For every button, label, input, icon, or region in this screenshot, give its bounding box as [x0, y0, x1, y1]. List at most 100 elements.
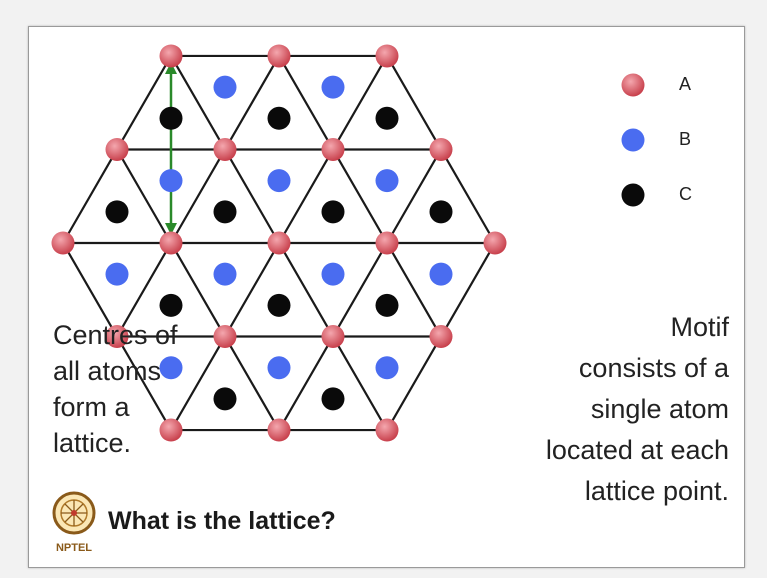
c-site — [375, 106, 399, 130]
b-site — [159, 356, 183, 380]
legend-marker-c — [621, 183, 645, 207]
a-site — [267, 231, 291, 255]
a-site — [213, 325, 237, 349]
left-caption-line: lattice. — [53, 428, 132, 458]
lattice-line — [116, 148, 172, 244]
lattice-line — [332, 55, 388, 151]
lattice-line — [170, 335, 226, 431]
b-site — [375, 169, 399, 193]
b-site — [375, 356, 399, 380]
c-site — [375, 293, 399, 317]
lattice-line — [224, 148, 280, 244]
lattice-line — [170, 148, 226, 244]
c-site — [105, 200, 129, 224]
legend-marker-b — [621, 128, 645, 152]
right-caption-line: Motif — [670, 312, 729, 342]
lattice-line — [332, 148, 388, 244]
lattice-line — [386, 335, 442, 431]
left-caption-line: Centres of — [53, 320, 178, 350]
c-site — [213, 387, 237, 411]
lattice-line — [62, 148, 118, 244]
legend-marker-a — [621, 73, 645, 97]
lattice-line — [224, 242, 280, 338]
lattice-line — [62, 242, 118, 338]
a-site — [159, 418, 183, 442]
arrow-head-bottom — [165, 223, 177, 235]
right-caption-line: lattice point. — [584, 476, 729, 506]
c-site — [213, 200, 237, 224]
lattice-line — [278, 55, 334, 151]
lattice-vector-arrow — [165, 61, 177, 235]
lattice-line — [116, 335, 172, 431]
c-site — [321, 200, 345, 224]
left-caption: Centres of all atoms form a lattice. — [53, 317, 253, 461]
question-text: What is the lattice? — [108, 507, 336, 535]
a-site — [105, 137, 129, 161]
lattice-line — [332, 242, 388, 338]
a-site — [267, 418, 291, 442]
b-site — [159, 169, 183, 193]
lattice-line — [386, 55, 442, 151]
b-site — [321, 75, 345, 99]
a-site — [483, 231, 507, 255]
a-site — [159, 44, 183, 68]
c-site — [321, 387, 345, 411]
lattice-line — [224, 335, 280, 431]
lattice-line — [386, 148, 442, 244]
hexagonal-lattice-diagram — [51, 44, 645, 442]
lattice-line — [170, 55, 226, 151]
legend-label-c: C — [679, 184, 692, 204]
nptel-logo: NPTEL — [52, 491, 96, 554]
b-site — [213, 262, 237, 286]
legend — [621, 73, 645, 207]
a-site — [159, 231, 183, 255]
b-site — [213, 75, 237, 99]
b-site — [267, 356, 291, 380]
legend-label-a: A — [679, 74, 692, 94]
legend-label-b: B — [679, 129, 692, 149]
c-sites — [105, 106, 453, 411]
a-site — [213, 137, 237, 161]
arrow-head-top — [165, 61, 177, 74]
c-site — [429, 200, 453, 224]
a-site — [375, 231, 399, 255]
a-site — [51, 231, 75, 255]
a-sites — [51, 44, 507, 442]
right-caption-line: single atom — [590, 394, 729, 424]
left-caption-line: all atoms — [53, 356, 162, 386]
right-caption: Motif consists of a single atom located … — [513, 307, 729, 512]
lattice-line — [386, 242, 442, 338]
lattice-line — [224, 55, 280, 151]
lattice-line — [440, 148, 496, 244]
svg-text:NPTEL: NPTEL — [56, 542, 92, 554]
lattice-line — [116, 55, 172, 151]
lattice-line — [278, 242, 334, 338]
a-site — [375, 418, 399, 442]
c-site — [267, 106, 291, 130]
lattice-line — [332, 335, 388, 431]
b-site — [267, 169, 291, 193]
right-caption-line: consists of a — [578, 353, 729, 383]
right-caption-line: located at each — [545, 435, 729, 465]
a-site — [321, 137, 345, 161]
lattice-lines — [62, 54, 496, 432]
b-sites — [105, 75, 453, 380]
lattice-line — [278, 148, 334, 244]
c-site — [159, 106, 183, 130]
left-caption-line: form a — [53, 392, 130, 422]
a-site — [429, 325, 453, 349]
a-site — [375, 44, 399, 68]
a-site — [267, 44, 291, 68]
c-site — [267, 293, 291, 317]
lattice-line — [440, 242, 496, 338]
b-site — [321, 262, 345, 286]
lattice-line — [116, 242, 172, 338]
lattice-line — [170, 242, 226, 338]
c-site — [159, 293, 183, 317]
b-site — [105, 262, 129, 286]
a-site — [321, 325, 345, 349]
slide: A B C Centres of all atoms form a lattic… — [28, 26, 745, 568]
a-site — [429, 137, 453, 161]
b-site — [429, 262, 453, 286]
a-site — [105, 325, 129, 349]
